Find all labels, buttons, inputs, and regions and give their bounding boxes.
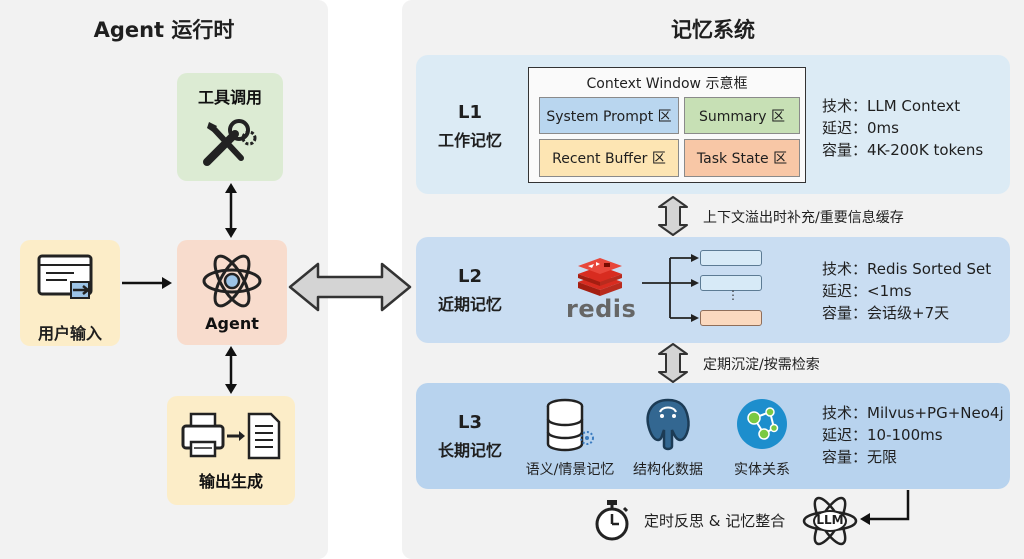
postgresql-elephant-icon xyxy=(646,398,690,451)
printer-document-icon xyxy=(181,412,281,459)
l2-l3-flow-label: 定期沉淀/按需检索 xyxy=(703,357,820,373)
tier-l3-long-term-memory xyxy=(416,383,1010,489)
l2-level: L2 xyxy=(458,266,482,287)
wrench-gear-icon xyxy=(203,119,257,166)
sorted-set-row-3 xyxy=(700,310,762,326)
context-window-title: Context Window 示意框 xyxy=(586,76,748,92)
l1-name: 工作记忆 xyxy=(437,131,502,150)
l3-specs: 技术：Milvus+PG+Neo4j 延迟：10-100ms 容量：无限 xyxy=(822,402,1010,468)
l3-tech: 技术：Milvus+PG+Neo4j xyxy=(822,404,1004,422)
agent-runtime-title: Agent 运行时 xyxy=(93,18,235,42)
l2-heading: L2 近期记忆 xyxy=(426,266,514,315)
semantic-memory-caption: 语义/情景记忆 xyxy=(525,462,615,478)
user-input-label: 用户输入 xyxy=(37,324,102,343)
l2-latency: 延迟：<1ms xyxy=(822,282,912,300)
l2-capacity: 容量：会话级+7天 xyxy=(822,304,950,322)
tool-call-node: 工具调用 xyxy=(177,73,283,181)
input-window-icon xyxy=(37,254,93,299)
neo4j-graph-icon xyxy=(737,399,787,449)
l2-specs: 技术：Redis Sorted Set 延迟：<1ms 容量：会话级+7天 xyxy=(822,258,1008,324)
redis-logo-icon xyxy=(578,258,622,296)
l3-name: 长期记忆 xyxy=(437,441,502,460)
l1-tech: 技术：LLM Context xyxy=(822,97,961,115)
redis-wordmark: redis xyxy=(566,295,637,323)
entity-relation-caption: 实体关系 xyxy=(734,462,790,478)
l3-level: L3 xyxy=(458,412,482,433)
l3-latency: 延迟：10-100ms xyxy=(822,426,943,444)
memory-system-title: 记忆系统 xyxy=(671,18,755,42)
task-state-cell: Task State 区 xyxy=(684,139,800,177)
structured-data-caption: 结构化数据 xyxy=(633,462,703,478)
llm-badge: LLM xyxy=(816,513,844,527)
l2-tech: 技术：Redis Sorted Set xyxy=(822,260,992,278)
user-input-node xyxy=(20,240,120,346)
l1-level: L1 xyxy=(458,102,482,123)
l1-heading: L1 工作记忆 xyxy=(426,102,514,151)
system-prompt-cell: System Prompt 区 xyxy=(539,97,679,134)
l1-capacity: 容量：4K-200K tokens xyxy=(822,141,984,159)
recent-buffer-cell: Recent Buffer 区 xyxy=(539,139,679,177)
reflection-label: 定时反思 & 记忆整合 xyxy=(644,512,786,530)
summary-cell: Summary 区 xyxy=(684,97,800,134)
atom-icon xyxy=(202,254,262,308)
l3-heading: L3 长期记忆 xyxy=(426,412,514,461)
l1-latency: 延迟：0ms xyxy=(822,119,899,137)
sorted-set-row-2 xyxy=(700,275,762,291)
l3-capacity: 容量：无限 xyxy=(822,448,898,466)
output-label: 输出生成 xyxy=(198,471,263,491)
agent-node: Agent xyxy=(177,240,287,345)
l2-name: 近期记忆 xyxy=(437,295,502,314)
sorted-set-row-1 xyxy=(700,250,762,266)
l1-specs: 技术：LLM Context 延迟：0ms 容量：4K-200K tokens xyxy=(822,95,1008,161)
llm-atom-icon xyxy=(802,496,858,546)
tool-call-label: 工具调用 xyxy=(197,88,262,107)
l1-l2-flow-label: 上下文溢出时补充/重要信息缓存 xyxy=(703,210,904,226)
output-node: 输出生成 xyxy=(167,396,295,505)
stopwatch-icon xyxy=(595,500,629,541)
agent-label: Agent xyxy=(205,314,259,333)
vector-database-icon xyxy=(546,398,594,452)
